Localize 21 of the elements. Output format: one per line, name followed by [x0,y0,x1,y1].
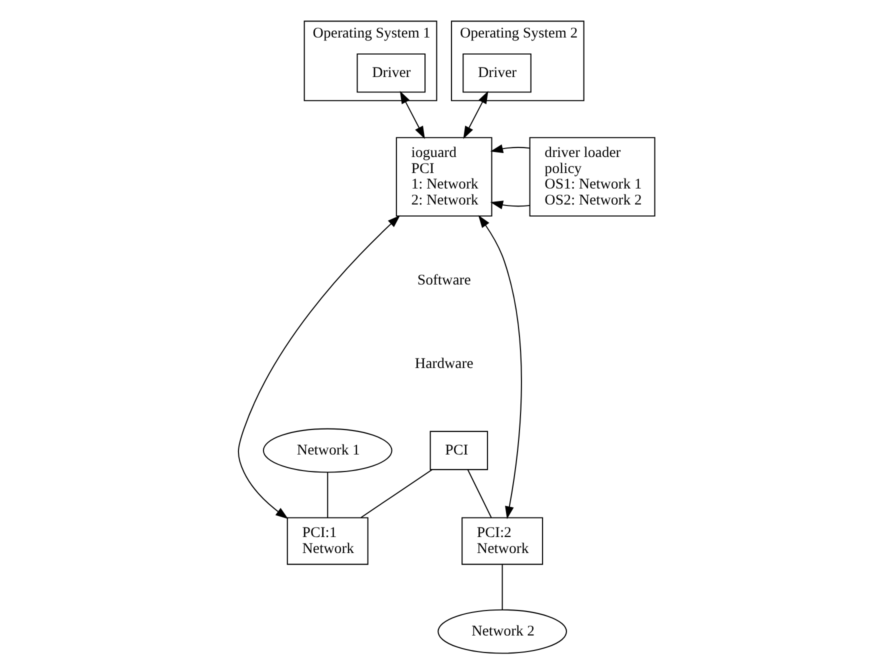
node-box: PCI:2 Network [461,517,543,565]
node-box: PCI [429,430,488,470]
arrow [399,90,424,139]
node-ellipse: Network 2 [437,609,567,654]
arrow [478,215,522,520]
connector [501,564,502,610]
label: Hardware [414,356,473,372]
label: Software [416,272,470,288]
node-ellipse: Network 1 [262,428,392,473]
arrow [490,200,530,210]
node-box: driver loader policy OS1: Network 1 OS2: Network 2 [528,137,655,217]
connector [326,472,328,518]
node-box: Driver [356,54,426,93]
arrow [462,90,488,139]
arrow [237,215,400,519]
connector [360,469,432,518]
node-box: ioguard PCI 1: Network 2: Network [395,137,492,217]
node-box: PCI:1 Network [286,517,368,565]
node-box: Driver [462,54,531,93]
arrow [490,144,530,154]
connector [466,470,492,518]
